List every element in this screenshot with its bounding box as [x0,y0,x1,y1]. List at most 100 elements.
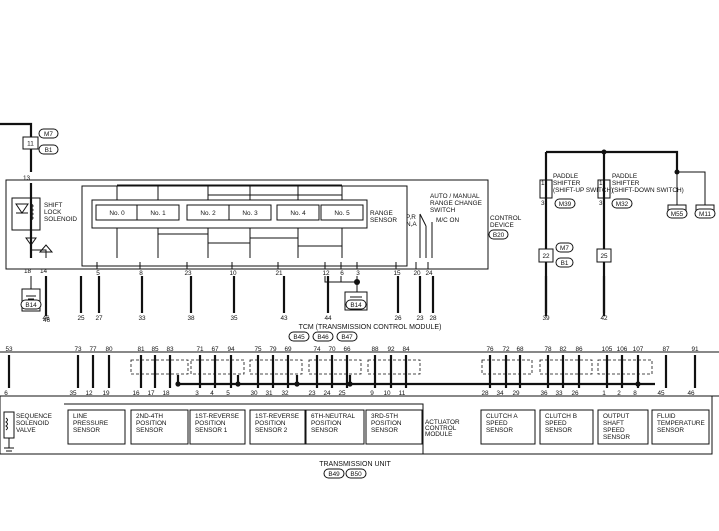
connector-tag [488,229,509,240]
actuator-label: MODULE [425,431,452,438]
pin-label: 21 [275,270,283,277]
pin-label: 22 [542,253,550,260]
connector-id: B47 [341,334,353,341]
sensor-label: SENSOR [73,427,100,434]
dashed-group [130,359,189,375]
wire-bus [176,375,655,386]
pin-label: 31 [265,390,273,397]
connector-id: B45 [293,334,305,341]
sensor-box [249,409,306,445]
range-sensor-label: SENSOR [370,217,397,224]
pin-label: 35 [69,390,77,397]
sensor-label: OUTPUT [603,413,629,420]
sensor-label: SENSOR [371,427,398,434]
auto-manual-switch: AUTO / MANUAL RANGE CHANGE SWITCH P,R N,… [406,193,482,258]
paddle-down-label: SHIFTER [612,180,640,187]
pin-label: 11 [399,390,406,397]
pin-label: 28 [429,315,437,322]
pin-label: 86 [575,346,583,353]
pin-label: 5 [96,270,100,277]
pin-label: 27 [95,315,103,322]
control-device-label: CONTROL [490,215,522,222]
sensor-label: SENSOR [545,427,572,434]
sensor-label: FLUID [657,413,676,420]
pin-label: 73 [74,346,82,353]
sensor-label: LINE [73,413,87,420]
sensor-label: POSITION [371,420,402,427]
pin-label: 72 [502,346,510,353]
pin-label: 53 [5,346,13,353]
splice-dot [635,381,641,387]
paddle-up-label: (SHIFT-UP SWITCH) [553,187,613,194]
pin-label: 74 [313,346,321,353]
connector-tag [345,299,367,310]
pin-label: 106 [617,346,628,353]
tcm-label: TCM (TRANSMISSION CONTROL MODULE) [299,324,442,331]
auto-manual-label: RANGE CHANGE [430,200,482,207]
sensor-label: PRESSURE [73,420,108,427]
pin-label: 1 [599,180,603,187]
pin-label: 3 [599,200,603,207]
connector-tag [312,331,334,342]
sensor-label: SENSOR [657,427,684,434]
connector-id: B14 [350,302,362,309]
pin-label: 4 [210,390,214,397]
connector-tag [288,331,310,342]
pin-label: 75 [254,346,262,353]
connector-id: M55 [671,211,684,218]
pin-label: 69 [284,346,292,353]
pin-label: 5 [226,390,230,397]
pin-label: 66 [343,346,351,353]
pin-label: 9 [370,390,374,397]
dashed-group [481,359,533,375]
sensor-label: SENSOR 2 [255,427,288,434]
sequence-solenoid-label: SOLENOID [16,420,49,427]
range-position-label: No. 3 [242,210,258,217]
pin-label: 25 [77,315,85,322]
pin-label: 94 [227,346,235,353]
pin-label: 34 [496,390,504,397]
sensor-label: SENSOR [486,427,513,434]
pin-label: 92 [387,346,395,353]
pin-label: 67 [211,346,219,353]
diode-icon [25,237,37,246]
pin-label: 13 [23,175,31,182]
range-sensor-label: RANGE [370,210,393,217]
range-position-label: No. 5 [334,210,350,217]
pin-label: 2 [617,390,621,397]
pin-label: 81 [137,346,145,353]
connector-id: B50 [350,471,362,478]
connector-tag [38,128,59,139]
pin-label: 36 [540,390,548,397]
connector-id: B46 [317,334,329,341]
switch-icon [539,179,553,199]
sensor-label: SENSOR [136,427,163,434]
range-position-label: No. 0 [109,210,125,217]
pin-label: 26 [571,390,579,397]
pin-label: 46 [687,390,695,397]
sensor-box [189,409,246,445]
range-position-box [228,204,272,221]
pin-label: 107 [633,346,644,353]
pin-label: 32 [281,390,289,397]
diode-icon [15,203,29,214]
pin-label: 82 [559,346,567,353]
range-position-box [136,204,180,221]
connector-id: B20 [493,232,505,239]
splice-dot [354,279,360,285]
pin-label: 24 [323,390,331,397]
pin-label: 29 [512,390,520,397]
actuator-module-box [64,403,424,454]
sensor-label: CLUTCH A [486,413,518,420]
sensor-label: 2ND-4TH [136,413,163,420]
auto-manual-label: AUTO / MANUAL [430,193,480,200]
pin-label: 30 [250,390,258,397]
actuator-label: CONTROL [425,425,457,432]
sensor-label: SPEED [603,427,625,434]
shift-lock-label: SHIFT [44,202,63,209]
sensors: LINEPRESSURESENSOR2ND-4THPOSITIONSENSOR1… [67,409,710,445]
pin-label: 28 [481,390,489,397]
